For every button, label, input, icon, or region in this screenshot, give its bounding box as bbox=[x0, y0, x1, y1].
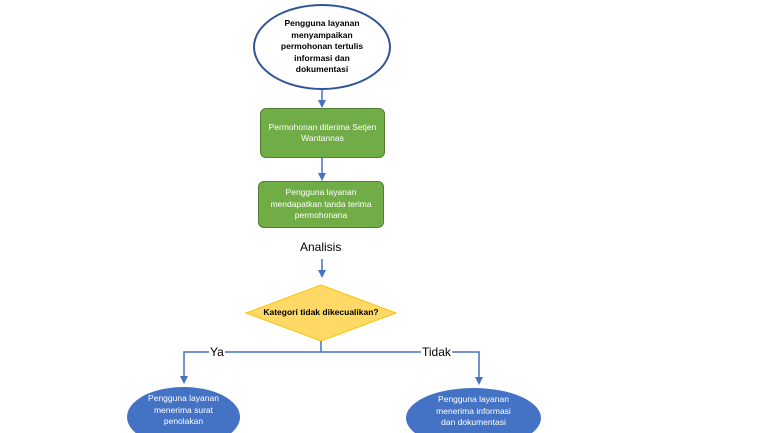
start-node-text: Pengguna layanan menyampaikan permohonan… bbox=[280, 18, 364, 75]
result-ya-text: Pengguna layanan menerima surat penolaka… bbox=[148, 393, 219, 426]
result-tidak-text: Pengguna layanan menerima informasi dan … bbox=[436, 394, 511, 427]
branch-ya-label: Ya bbox=[209, 345, 225, 359]
connector-branch-ya bbox=[180, 351, 321, 384]
process-receipt-box: Pengguna layanan mendapatkan tanda terim… bbox=[258, 181, 384, 228]
analisis-label: Analisis bbox=[299, 240, 343, 254]
process-received-box: Permohonan diterima Setjen Wantannas bbox=[260, 108, 385, 158]
process-received-text: Permohonan diterima Setjen Wantannas bbox=[268, 121, 377, 144]
result-tidak-oval: Pengguna layanan menerima informasi dan … bbox=[406, 388, 541, 433]
branch-tidak-label: Tidak bbox=[421, 345, 452, 359]
result-ya-oval: Pengguna layanan menerima surat penolaka… bbox=[127, 387, 240, 433]
decision-text: Kategori tidak dikecualikan? bbox=[263, 307, 379, 318]
start-node-oval: Pengguna layanan menyampaikan permohonan… bbox=[253, 4, 391, 90]
process-receipt-text: Pengguna layanan mendapatkan tanda terim… bbox=[270, 187, 372, 221]
connector-branch-tidak bbox=[321, 351, 483, 385]
